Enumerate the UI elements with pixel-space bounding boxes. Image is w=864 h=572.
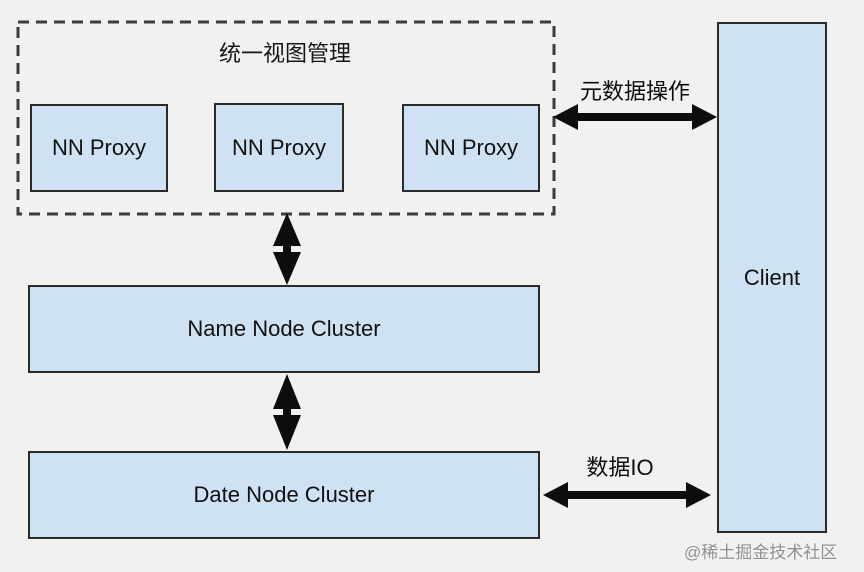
watermark-text: @稀土掘金技术社区 xyxy=(684,543,838,562)
nn-proxy-label-3: NN Proxy xyxy=(423,135,519,160)
nn-proxy-label-1: NN Proxy xyxy=(51,135,147,160)
vertical-double-arrow-icon-bottom xyxy=(273,374,301,450)
date-node-cluster: Date Node Cluster xyxy=(28,451,540,539)
nn-proxy-node-2: NN Proxy xyxy=(214,103,344,192)
date-node-cluster-label: Date Node Cluster xyxy=(193,482,375,507)
nn-proxy-node-3: NN Proxy xyxy=(402,104,540,192)
vertical-double-arrow-icon-top xyxy=(273,213,301,285)
client-node: Client xyxy=(717,22,827,533)
data-io-edge-label: 数据IO xyxy=(586,455,654,480)
horizontal-double-arrow-icon-dataio xyxy=(543,482,711,508)
unified-view-group-border xyxy=(16,20,556,216)
name-node-cluster: Name Node Cluster xyxy=(28,285,540,373)
client-label: Client xyxy=(743,264,801,290)
name-node-cluster-label: Name Node Cluster xyxy=(187,316,381,341)
nn-proxy-node-1: NN Proxy xyxy=(30,104,168,192)
horizontal-double-arrow-icon-metadata xyxy=(553,104,717,130)
unified-view-group-title: 统一视图管理 xyxy=(218,41,351,66)
nn-proxy-label-2: NN Proxy xyxy=(231,134,327,160)
metadata-ops-edge-label: 元数据操作 xyxy=(579,79,690,104)
